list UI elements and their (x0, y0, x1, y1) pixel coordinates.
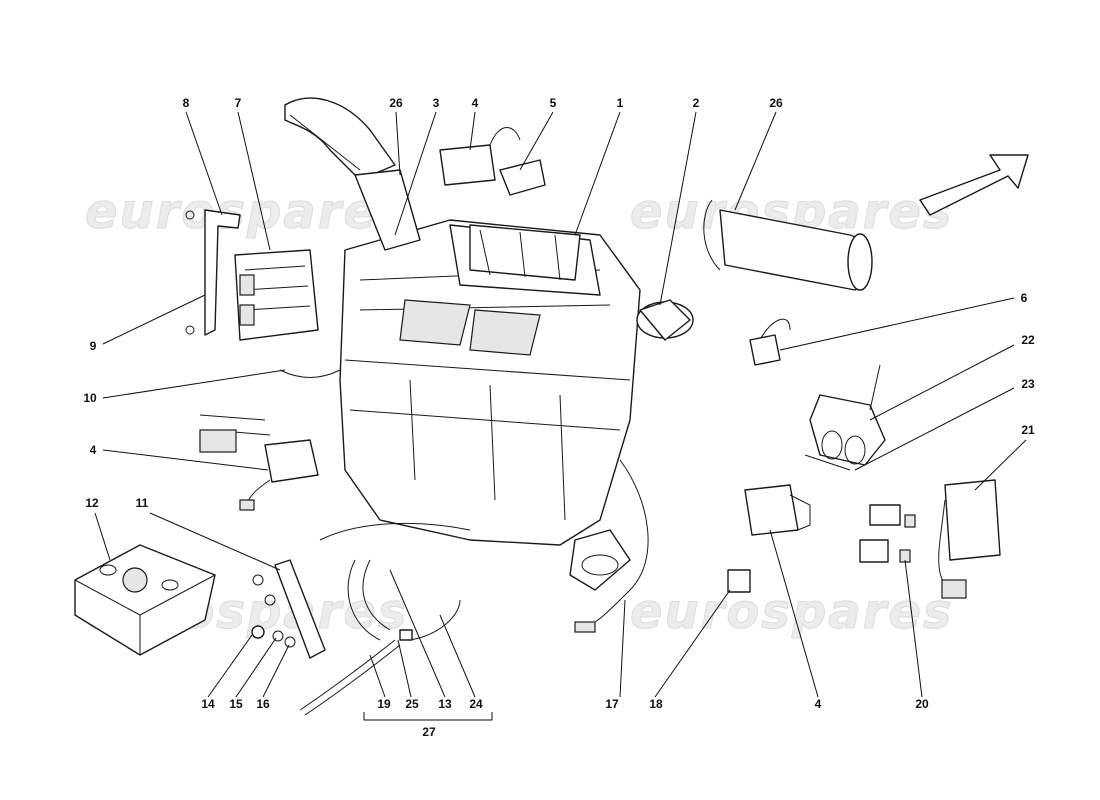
callout-group-27[interactable]: 27 (422, 725, 436, 739)
leader-lines (94, 111, 1027, 721)
intake-hose (284, 97, 421, 251)
callout-8[interactable]: 8 (183, 96, 190, 110)
climate-control-panel (74, 544, 216, 656)
callout-26-right[interactable]: 26 (769, 96, 783, 110)
flex-hose-right (703, 199, 873, 291)
small-relay (727, 569, 751, 593)
callout-26-left[interactable]: 26 (389, 96, 403, 110)
callout-4-left[interactable]: 4 (90, 443, 97, 457)
lower-bracket (251, 559, 326, 659)
callout-25[interactable]: 25 (405, 697, 419, 711)
callout-24[interactable]: 24 (469, 697, 483, 711)
actuator-top (439, 127, 546, 196)
callout-13[interactable]: 13 (438, 697, 452, 711)
wire-harness (279, 318, 791, 633)
blower-resistor (804, 364, 886, 471)
callout-15[interactable]: 15 (229, 697, 243, 711)
callout-4-top[interactable]: 4 (472, 96, 479, 110)
callout-20[interactable]: 20 (915, 697, 929, 711)
callout-21[interactable]: 21 (1021, 423, 1035, 437)
drain-hoses (299, 559, 461, 716)
relay-module (938, 479, 1001, 599)
control-unit (234, 249, 319, 341)
callout-18[interactable]: 18 (649, 697, 663, 711)
callout-16[interactable]: 16 (256, 697, 270, 711)
callout-3[interactable]: 3 (433, 96, 440, 110)
callout-23[interactable]: 23 (1021, 377, 1035, 391)
callout-14[interactable]: 14 (201, 697, 215, 711)
watermark-bottom-right: eurospares (630, 584, 954, 640)
direction-arrow-icon (919, 154, 1029, 216)
callout-6[interactable]: 6 (1021, 291, 1028, 305)
mounting-bracket (185, 209, 241, 336)
callout-9[interactable]: 9 (90, 339, 97, 353)
callout-2[interactable]: 2 (693, 96, 700, 110)
callout-12[interactable]: 12 (85, 496, 99, 510)
callout-19[interactable]: 19 (377, 697, 391, 711)
callout-1[interactable]: 1 (617, 96, 624, 110)
actuator-right (744, 484, 811, 536)
callout-7[interactable]: 7 (235, 96, 242, 110)
callout-4-right[interactable]: 4 (815, 697, 822, 711)
watermark-top-right: eurospares (630, 184, 954, 240)
callout-11[interactable]: 11 (136, 496, 149, 510)
actuator-left (199, 414, 319, 511)
callout-labels: 8 7 26 3 4 5 1 2 26 6 9 10 4 12 11 22 23… (83, 96, 1035, 739)
fuse-pair (859, 504, 916, 563)
evaporator-heater-unit (339, 219, 694, 591)
callout-17[interactable]: 17 (605, 697, 619, 711)
callout-5[interactable]: 5 (550, 96, 557, 110)
callout-10[interactable]: 10 (83, 391, 97, 405)
callout-22[interactable]: 22 (1021, 333, 1035, 347)
watermark-top-left: eurospares (85, 184, 409, 240)
